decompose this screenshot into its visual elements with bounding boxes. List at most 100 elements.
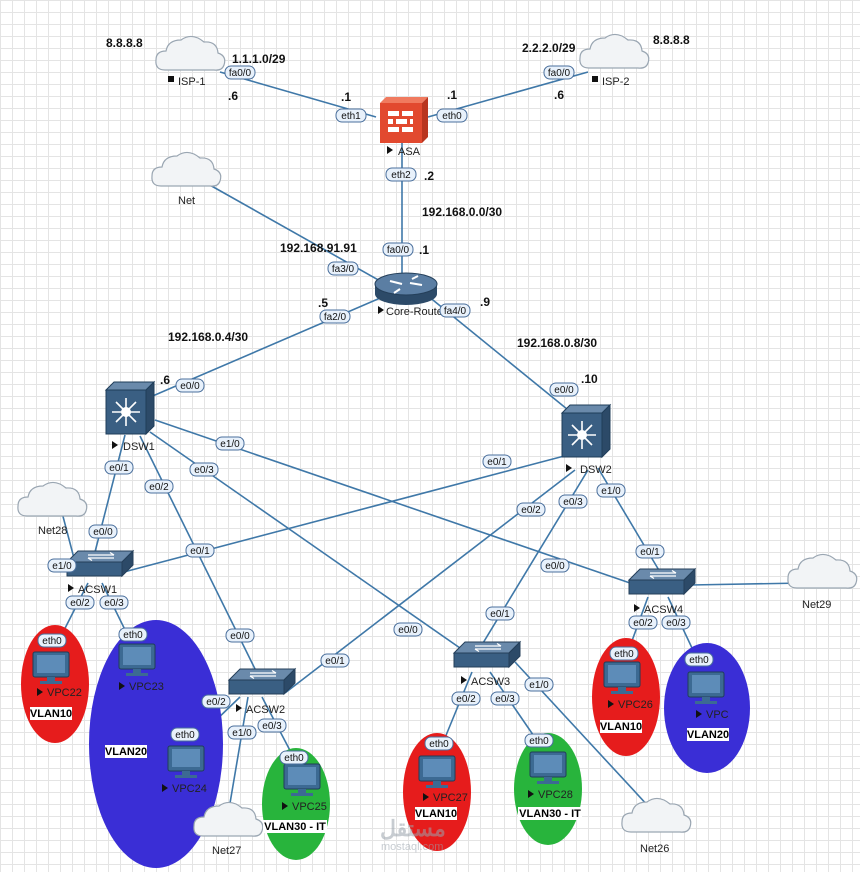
port-label: e0/0 xyxy=(175,378,205,393)
port-label: e0/2 xyxy=(451,691,481,706)
svg-text:eth0: eth0 xyxy=(529,736,549,747)
dsw1-label: DSW1 xyxy=(123,441,155,453)
port-label: e0/1 xyxy=(104,460,134,475)
acsw3-switch[interactable]: ACSW3 xyxy=(453,641,521,688)
port-label: e0/3 xyxy=(490,691,520,706)
cloud-net27-label: Net27 xyxy=(212,845,241,857)
dsw2-switch[interactable]: DSW2 xyxy=(561,404,612,476)
svg-text:eth2: eth2 xyxy=(391,170,411,181)
svg-text:e0/0: e0/0 xyxy=(93,527,113,538)
host-vpc27-label: VPC27 xyxy=(433,792,468,804)
svg-text:e1/0: e1/0 xyxy=(529,680,549,691)
port-label: fa2/0 xyxy=(319,309,351,324)
cloud-net26-label: Net26 xyxy=(640,843,669,855)
address-label: 192.168.0.4/30 xyxy=(168,330,248,344)
acsw4-label: ACSW4 xyxy=(644,604,683,616)
dsw1-switch[interactable]: DSW1 xyxy=(105,381,155,453)
cloud-net[interactable]: Net xyxy=(151,151,222,207)
svg-text:eth0: eth0 xyxy=(429,739,449,750)
cloud-net27[interactable]: Net27 xyxy=(193,801,264,857)
acsw1-switch[interactable]: ACSW1 xyxy=(66,550,134,596)
address-label: .6 xyxy=(554,88,564,102)
svg-text:e0/0: e0/0 xyxy=(230,631,250,642)
watermark-logo: مستقل xyxy=(380,816,446,841)
host-vpc[interactable]: VPC xyxy=(687,671,729,721)
svg-text:eth0: eth0 xyxy=(689,655,709,666)
cloud-net26[interactable]: Net26 xyxy=(621,797,692,855)
host-vpc27[interactable]: VPC27 xyxy=(418,755,468,804)
address-label: .1 xyxy=(447,88,457,102)
port-label: e0/3 xyxy=(99,595,129,610)
cloud-net-label: Net xyxy=(178,195,195,207)
port-label: e0/2 xyxy=(201,694,231,709)
svg-text:e0/1: e0/1 xyxy=(190,546,210,557)
port-label: fa0/0 xyxy=(543,65,575,80)
port-label: eth0 xyxy=(424,736,454,751)
port-label: fa0/0 xyxy=(224,65,256,80)
host-vpc26-label: VPC26 xyxy=(618,699,653,711)
cloud-net28[interactable]: Net28 xyxy=(17,481,88,537)
vlan-label: VLAN30 - IT xyxy=(263,820,327,833)
port-label: e0/2 xyxy=(516,502,546,517)
port-labels: fa0/0 eth1 eth0 fa0/0 eth2 fa0/0 fa3/0 f… xyxy=(37,65,714,765)
address-label: 1.1.1.0/29 xyxy=(232,52,286,66)
devices: ASA Core-Route DSW1 DSW2 ACSW1 ACSW2 xyxy=(66,97,696,716)
svg-text:eth0: eth0 xyxy=(284,753,304,764)
port-label: e0/3 xyxy=(661,615,691,630)
port-label: e1/0 xyxy=(596,483,626,498)
svg-text:eth0: eth0 xyxy=(175,730,195,741)
host-vpc24[interactable]: VPC24 xyxy=(162,745,207,795)
acsw2-switch[interactable]: ACSW2 xyxy=(228,668,296,716)
clouds: ISP-1 ISP-2 Net Net28 Net29 Net27 Net26 xyxy=(17,33,858,857)
svg-text:eth0: eth0 xyxy=(614,649,634,660)
port-label: e0/2 xyxy=(144,479,174,494)
port-label: e0/0 xyxy=(88,524,118,539)
core-router[interactable]: Core-Route xyxy=(374,272,443,318)
host-vpc22[interactable]: VPC22 xyxy=(32,651,82,699)
svg-text:e1/0: e1/0 xyxy=(232,728,252,739)
host-vpc23[interactable]: VPC23 xyxy=(118,643,164,693)
port-label: e0/1 xyxy=(482,454,512,469)
svg-text:eth1: eth1 xyxy=(341,111,361,122)
svg-text:e0/3: e0/3 xyxy=(104,598,124,609)
svg-text:e0/2: e0/2 xyxy=(206,697,226,708)
port-label: fa0/0 xyxy=(382,242,414,257)
host-vpc28[interactable]: VPC28 xyxy=(528,751,573,801)
svg-text:e0/1: e0/1 xyxy=(109,463,129,474)
address-label: .6 xyxy=(160,373,170,387)
svg-text:e0/0: e0/0 xyxy=(398,625,418,636)
port-label: e0/0 xyxy=(225,628,255,643)
port-label: e0/3 xyxy=(558,494,588,509)
svg-text:eth0: eth0 xyxy=(442,111,462,122)
host-vpc23-label: VPC23 xyxy=(129,681,164,693)
svg-text:VLAN10: VLAN10 xyxy=(600,721,642,733)
address-label: 192.168.91.91 xyxy=(280,241,357,255)
cloud-net29[interactable]: Net29 xyxy=(787,553,858,611)
svg-text:e0/3: e0/3 xyxy=(563,497,583,508)
acsw3-label: ACSW3 xyxy=(471,676,510,688)
asa-firewall[interactable]: ASA xyxy=(380,97,428,158)
svg-text:fa4/0: fa4/0 xyxy=(444,306,467,317)
port-label: e0/3 xyxy=(189,462,219,477)
svg-text:e0/2: e0/2 xyxy=(149,482,169,493)
port-label: e0/0 xyxy=(540,558,570,573)
watermark: مستقل mostaql.com xyxy=(380,816,446,853)
address-labels: 8.8.8.8 1.1.1.0/29 .6 .1 .1 2.2.2.0/29 8… xyxy=(106,33,690,387)
svg-text:e1/0: e1/0 xyxy=(52,561,72,572)
host-vpc25[interactable]: VPC25 xyxy=(282,763,327,813)
port-label: e1/0 xyxy=(215,436,245,451)
acsw4-switch[interactable]: ACSW4 xyxy=(628,568,696,616)
link-acsw3-vpc28 xyxy=(489,671,541,746)
acsw1-label: ACSW1 xyxy=(78,584,117,596)
port-label: fa3/0 xyxy=(327,261,359,276)
dsw2-label: DSW2 xyxy=(580,464,612,476)
cloud-isp1[interactable]: ISP-1 xyxy=(155,35,226,88)
port-label: eth2 xyxy=(385,167,417,182)
svg-text:e0/1: e0/1 xyxy=(325,656,345,667)
svg-text:e0/2: e0/2 xyxy=(633,618,653,629)
host-vpc26[interactable]: VPC26 xyxy=(603,661,653,711)
cloud-isp2[interactable]: ISP-2 xyxy=(579,33,650,88)
port-label: e0/1 xyxy=(185,543,215,558)
svg-text:VLAN10: VLAN10 xyxy=(415,808,457,820)
